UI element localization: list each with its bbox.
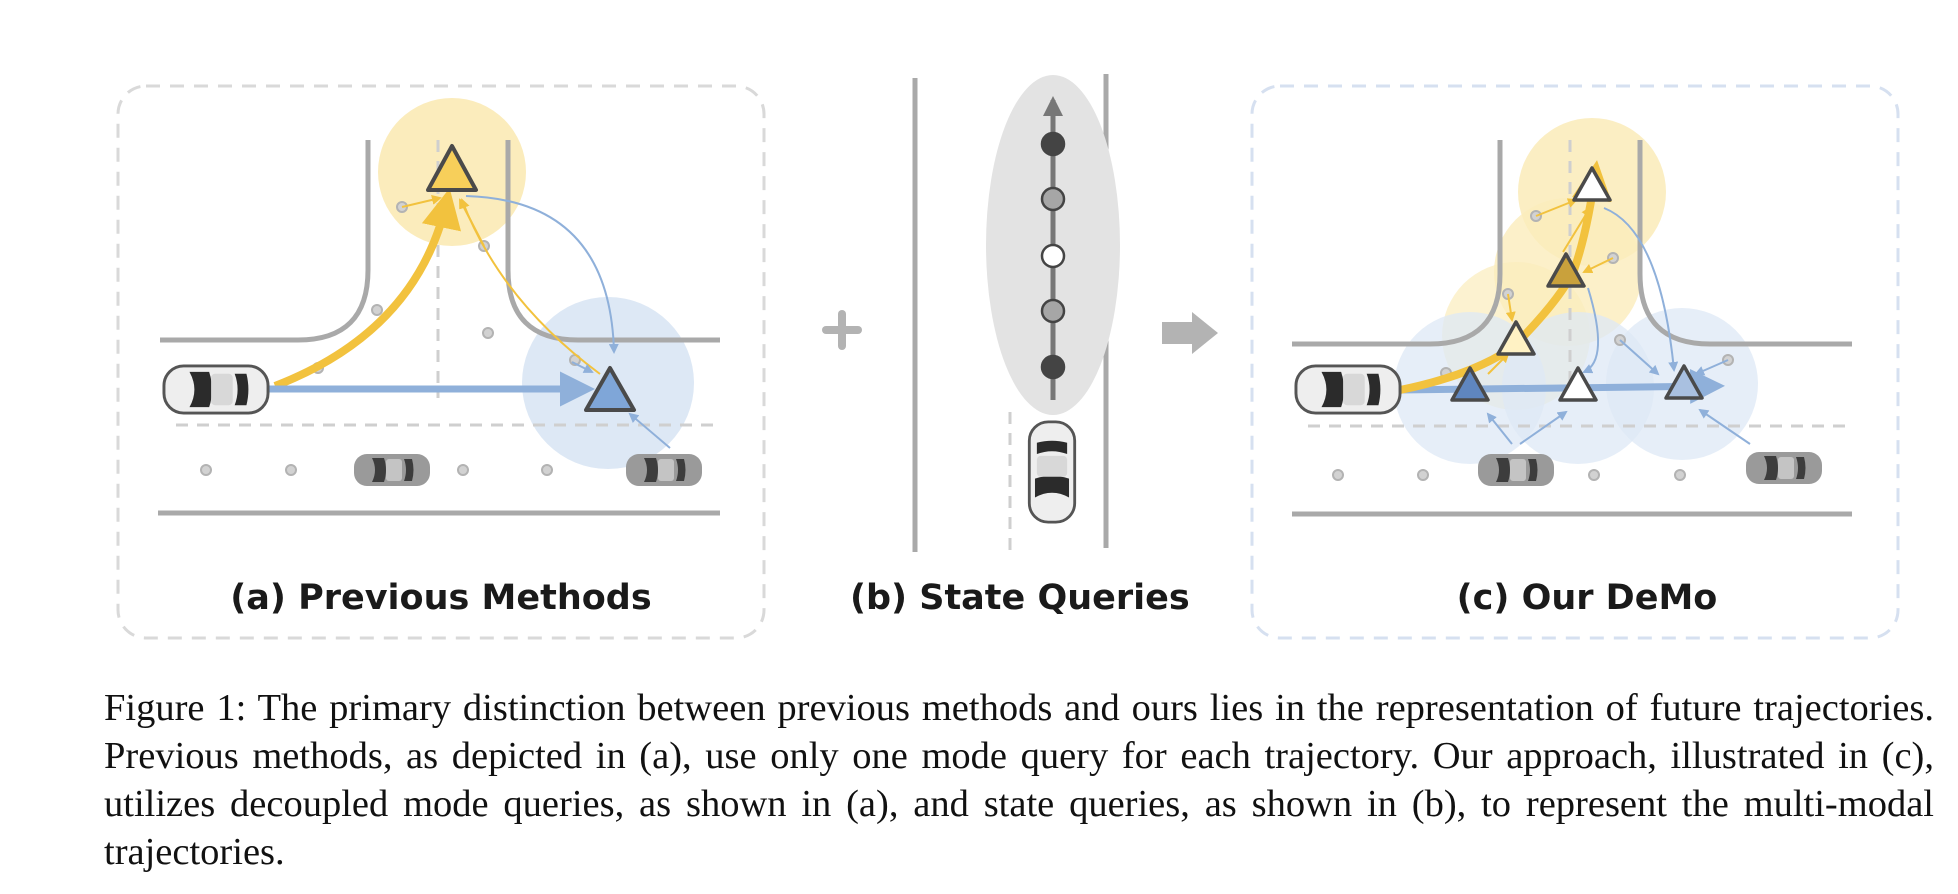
ego-car xyxy=(1294,364,1402,415)
agent-car xyxy=(1478,454,1554,486)
yellow-mode-query-triangle xyxy=(1546,252,1586,288)
panel-a-border xyxy=(116,84,766,640)
blue-mode-query-triangle xyxy=(1450,366,1490,402)
blue-trajectory xyxy=(1399,368,1725,404)
panel-b-state-queries xyxy=(912,74,1120,552)
ego-car xyxy=(1027,420,1077,524)
blue-mode-query-triangle xyxy=(1664,364,1704,400)
plus-icon xyxy=(822,310,862,350)
panel-a-previous-methods xyxy=(116,84,766,640)
ego-car xyxy=(162,364,270,415)
agent-car xyxy=(1746,452,1822,484)
panel-c-border xyxy=(1250,84,1900,640)
panel-c-our-demo xyxy=(1250,84,1900,640)
panel-b-label: (b) State Queries xyxy=(850,578,1190,618)
yellow-mode-query-triangle xyxy=(426,144,478,192)
panel-c-label: (c) Our DeMo xyxy=(1456,578,1718,618)
panel-a-label: (a) Previous Methods xyxy=(230,578,652,618)
blue-mode-query-triangle xyxy=(584,366,636,412)
yellow-trajectory xyxy=(273,188,462,390)
road-lines xyxy=(158,140,720,516)
agent-car xyxy=(354,454,430,486)
state-query-nodes xyxy=(1040,131,1066,380)
arrow-right-icon xyxy=(1162,312,1218,354)
figure-caption: Figure 1: The primary distinction betwee… xyxy=(104,687,1934,873)
yellow-trajectory xyxy=(1399,160,1612,394)
blue-mode-query-triangle xyxy=(1558,366,1598,402)
road-lines xyxy=(1292,140,1852,517)
agent-car xyxy=(626,454,702,486)
figure-1: (a) Previous Methods (b) State Queries (… xyxy=(116,74,1900,640)
yellow-mode-query-triangle xyxy=(1496,320,1536,356)
yellow-mode-query-triangle xyxy=(1572,166,1612,202)
